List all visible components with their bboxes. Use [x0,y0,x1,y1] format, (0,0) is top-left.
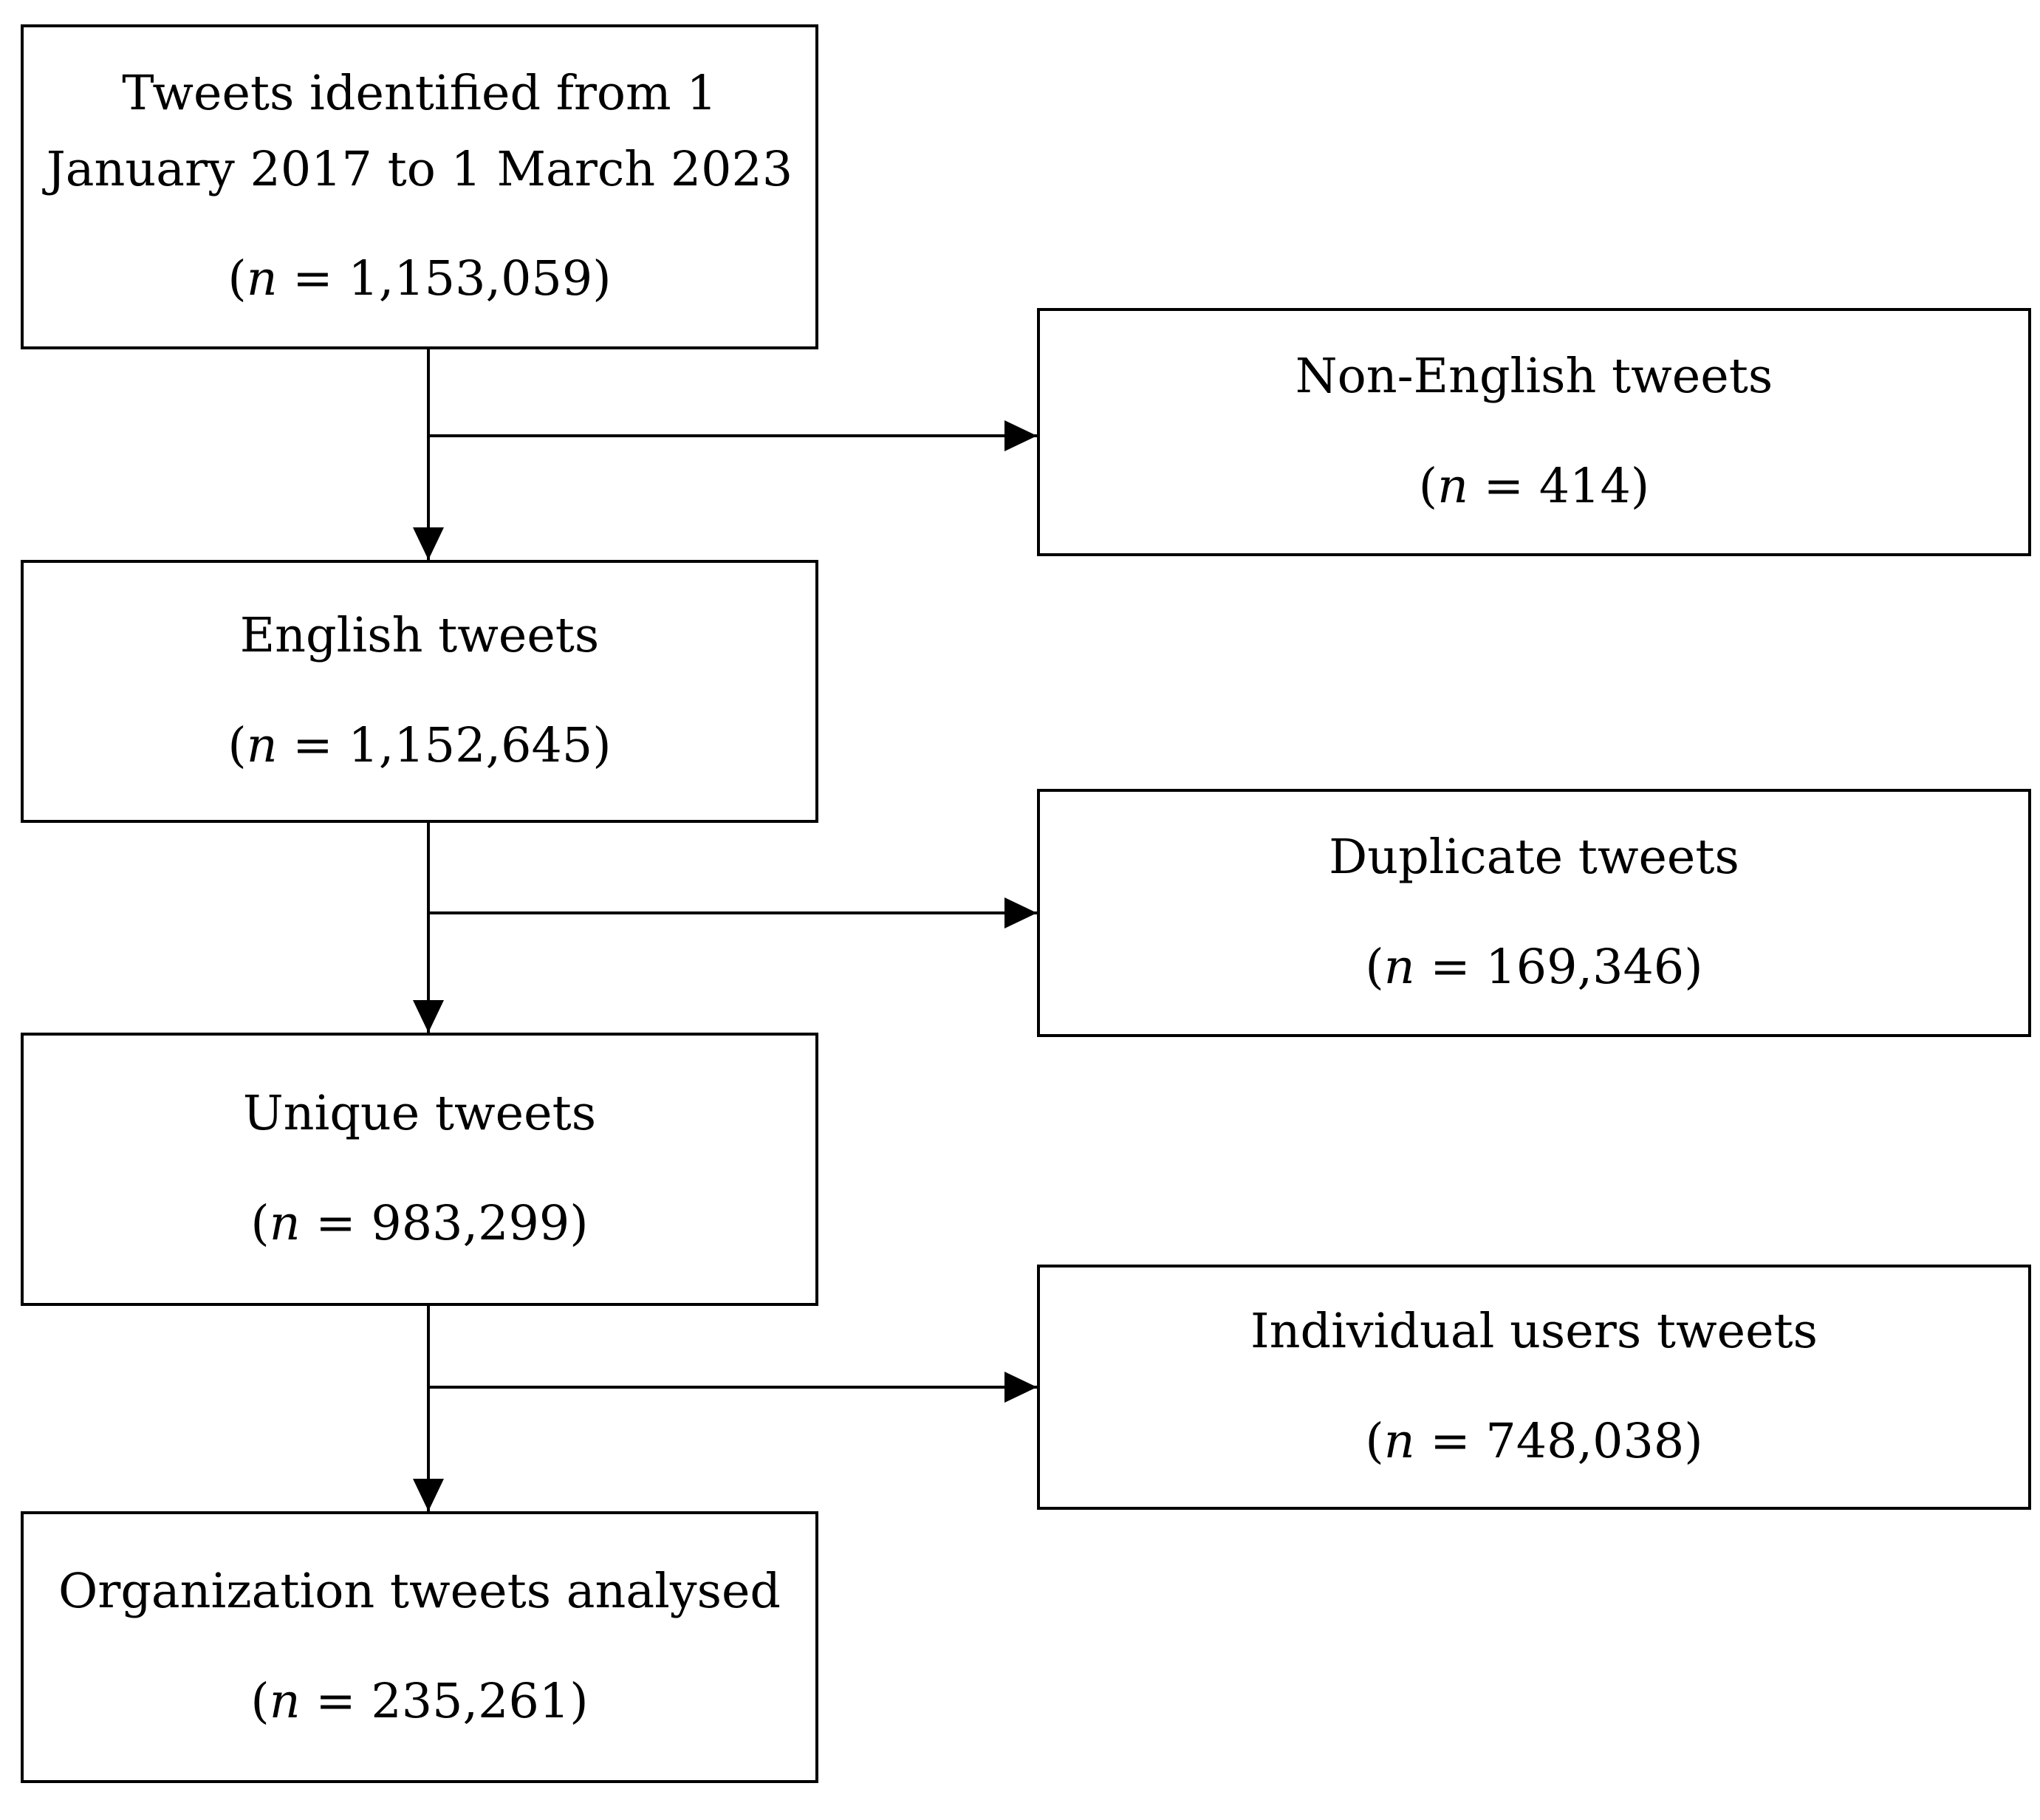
connector-branch-individual [428,1386,1037,1389]
box-organization-tweets-analysed-count: (n = 235,261) [250,1664,588,1740]
box-tweets-identified: Tweets identified from 1 January 2017 to… [21,24,818,349]
stat-n-symbol: n [246,251,278,307]
connector-english-to-unique [427,823,430,1033]
arrow-right-icon [1004,897,1037,928]
stat-value: = 1,152,645) [277,718,612,773]
box-english-tweets-title: English tweets [240,598,600,674]
box-tweets-identified-count: (n = 1,153,059) [227,242,611,318]
box-non-english-tweets-count: (n = 414) [1419,449,1649,525]
stat-open-paren: ( [250,1674,270,1729]
box-non-english-tweets-title: Non-English tweets [1295,339,1773,415]
stat-n-symbol: n [1437,459,1468,514]
connector-branch-non-english [428,434,1037,437]
stat-value: = 169,346) [1414,940,1703,995]
box-tweets-identified-title: Tweets identified from 1 January 2017 to… [47,56,793,208]
box-duplicate-tweets-count: (n = 169,346) [1365,930,1702,1006]
box-organization-tweets-analysed: Organization tweets analysed (n = 235,26… [21,1511,818,1783]
stat-open-paren: ( [1365,940,1384,995]
stat-open-paren: ( [227,718,247,773]
arrow-down-icon [413,527,444,560]
title-line: Tweets identified from 1 [122,65,717,121]
arrow-right-icon [1004,420,1037,451]
stat-open-paren: ( [250,1196,270,1251]
box-unique-tweets-count: (n = 983,299) [250,1186,588,1262]
box-non-english-tweets: Non-English tweets (n = 414) [1037,308,2031,556]
box-english-tweets-count: (n = 1,152,645) [227,708,611,784]
box-individual-users-tweets-count: (n = 748,038) [1365,1404,1702,1480]
stat-open-paren: ( [1365,1414,1384,1469]
arrow-right-icon [1004,1372,1037,1403]
title-line: Individual users tweets [1250,1304,1818,1360]
arrow-down-icon [413,1479,444,1511]
box-organization-tweets-analysed-title: Organization tweets analysed [58,1554,781,1630]
arrow-down-icon [413,1000,444,1033]
stat-value: = 235,261) [300,1674,589,1729]
box-duplicate-tweets: Duplicate tweets (n = 169,346) [1037,789,2031,1037]
box-duplicate-tweets-title: Duplicate tweets [1329,820,1739,896]
box-individual-users-tweets: Individual users tweets (n = 748,038) [1037,1265,2031,1510]
title-line: Organization tweets analysed [58,1564,781,1620]
connector-branch-duplicate [428,911,1037,914]
title-line: Non-English tweets [1295,349,1773,405]
connector-identified-to-english [427,349,430,560]
box-unique-tweets-title: Unique tweets [243,1076,596,1152]
title-line: Unique tweets [242,1086,597,1142]
stat-value: = 414) [1468,459,1650,514]
stat-open-paren: ( [1418,459,1438,514]
title-line: English tweets [239,608,600,664]
box-individual-users-tweets-title: Individual users tweets [1250,1294,1818,1370]
box-english-tweets: English tweets (n = 1,152,645) [21,560,818,823]
title-line: Duplicate tweets [1329,829,1739,886]
stat-value: = 748,038) [1414,1414,1703,1469]
stat-n-symbol: n [1383,1414,1415,1469]
stat-n-symbol: n [246,718,278,773]
stat-n-symbol: n [269,1674,301,1729]
stat-n-symbol: n [1383,940,1415,995]
connector-unique-to-organization [427,1306,430,1511]
stat-n-symbol: n [269,1196,301,1251]
title-line: January 2017 to 1 March 2023 [46,141,793,197]
stat-value: = 1,153,059) [277,251,612,307]
stat-value: = 983,299) [300,1196,589,1251]
stat-open-paren: ( [227,251,247,307]
box-unique-tweets: Unique tweets (n = 983,299) [21,1033,818,1306]
